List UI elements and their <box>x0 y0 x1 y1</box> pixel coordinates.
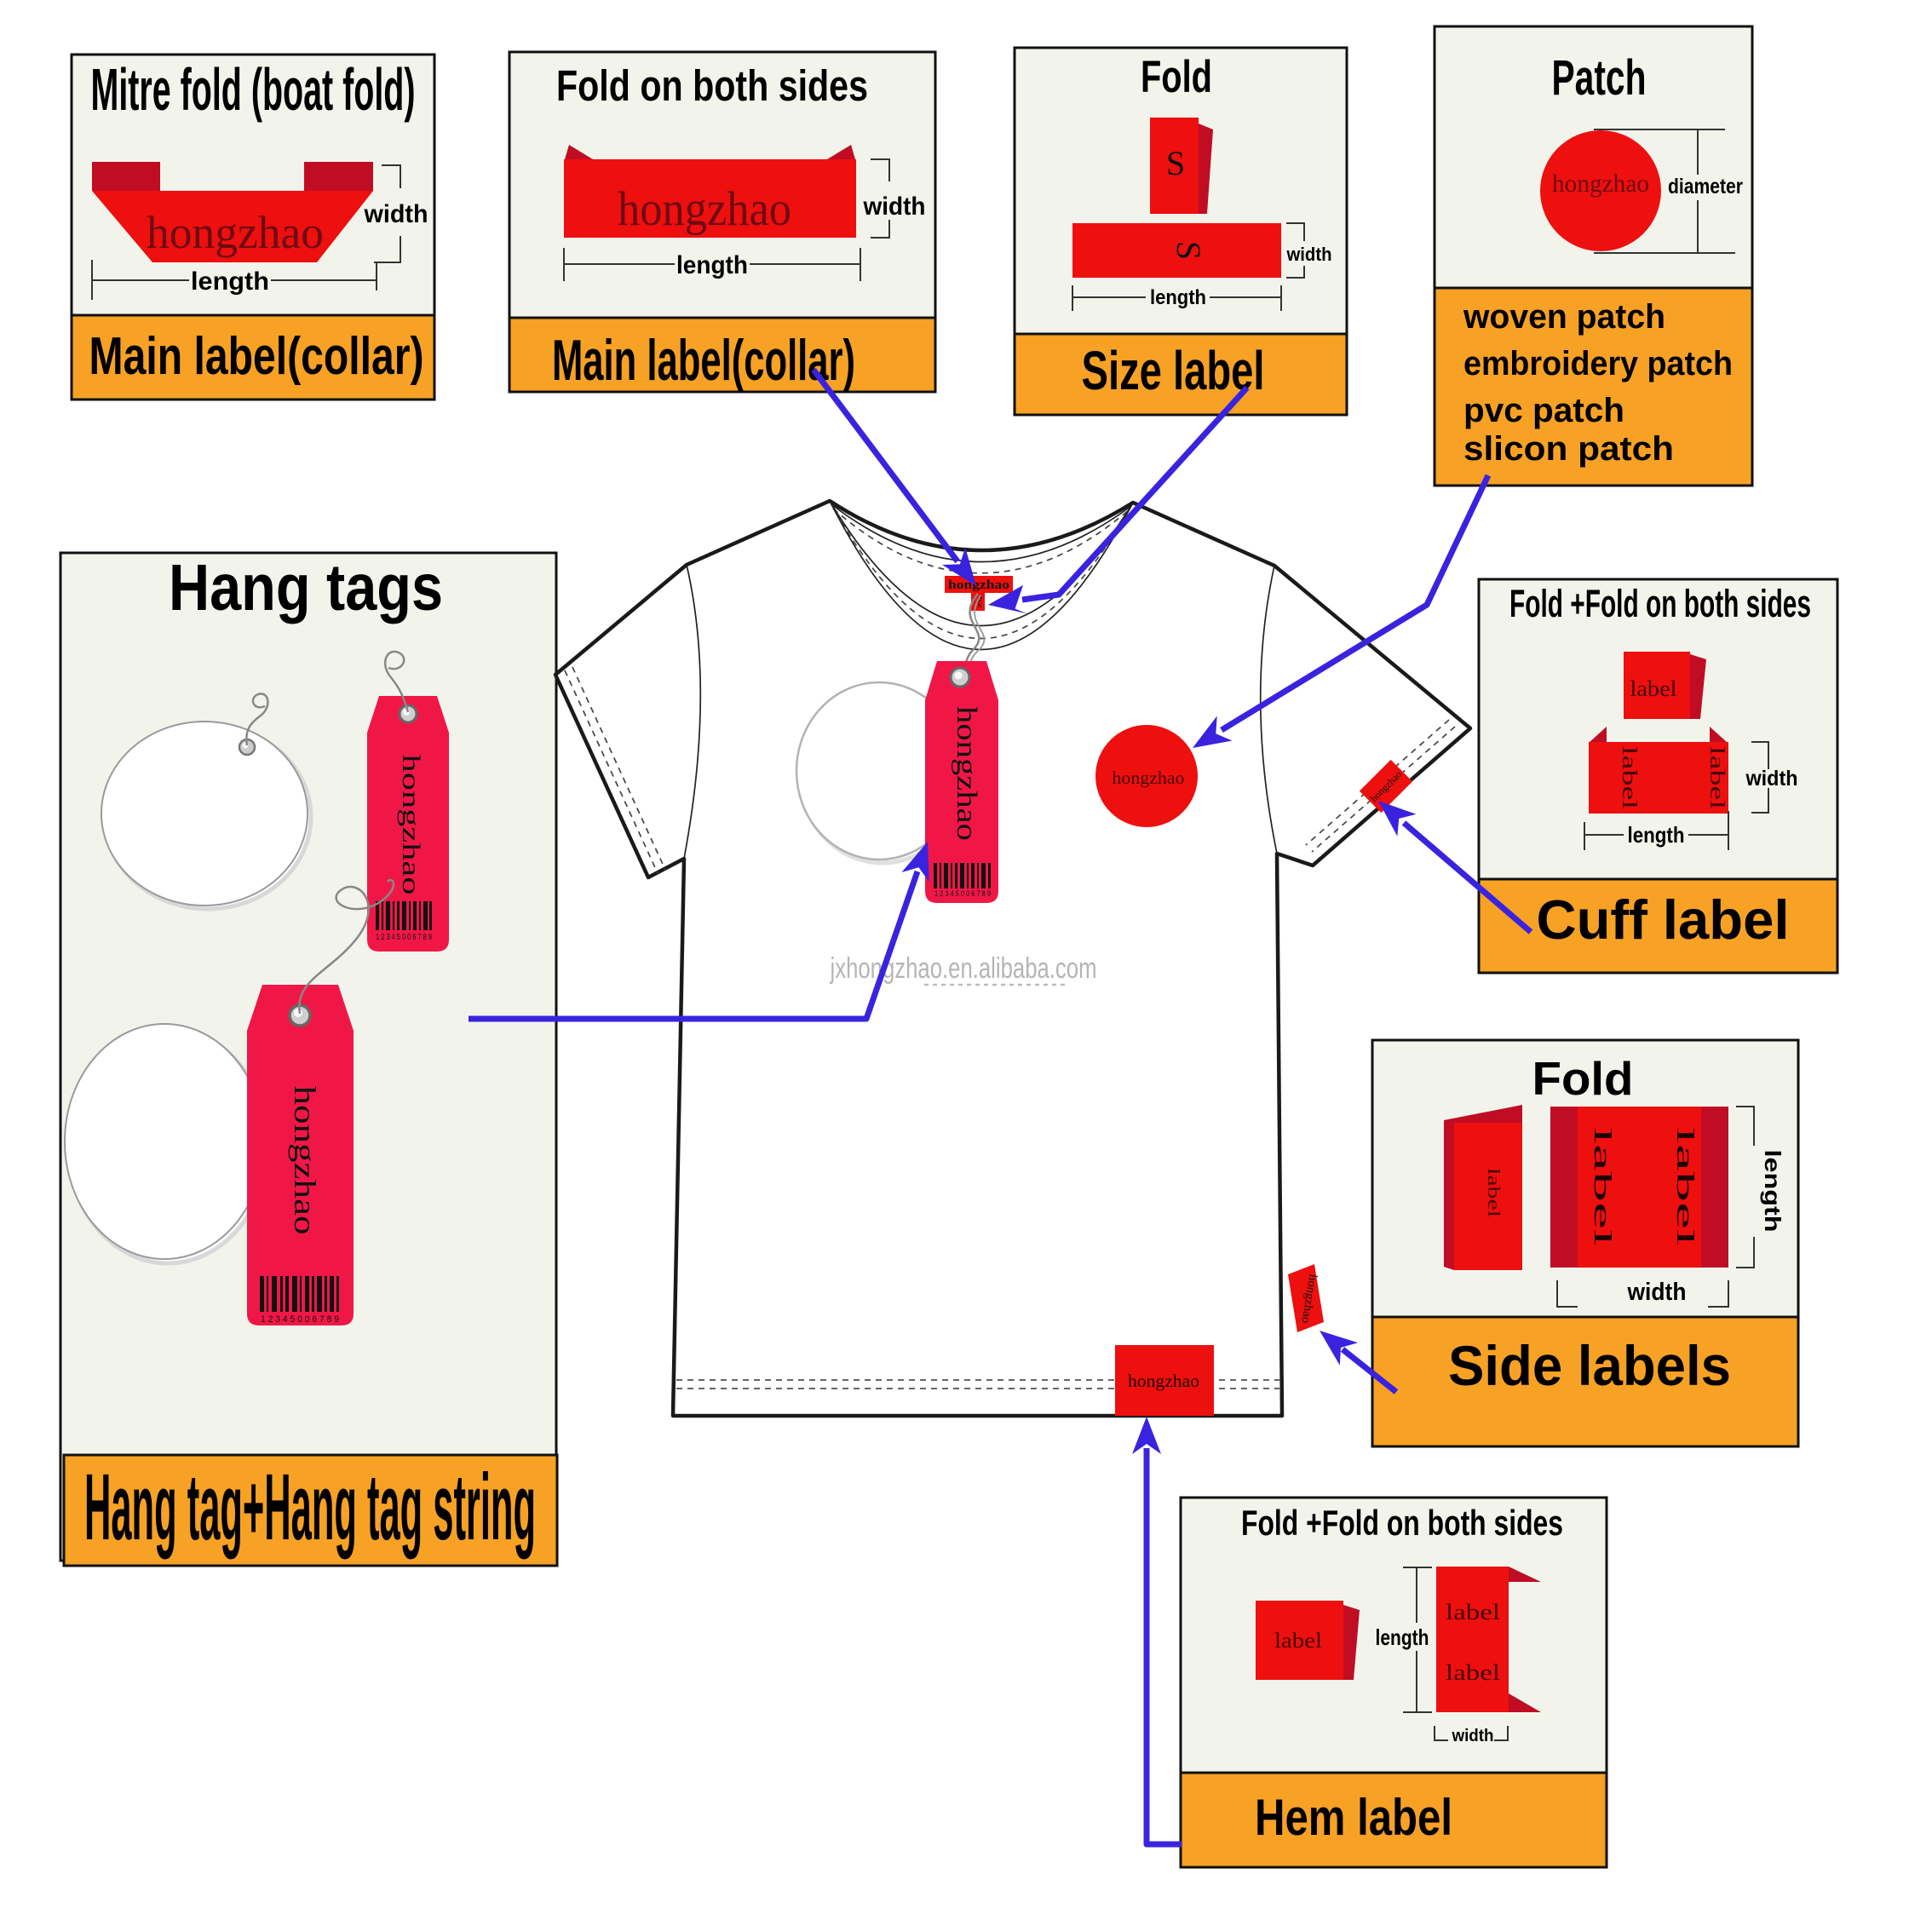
svg-text:Fold: Fold <box>1532 1052 1634 1105</box>
svg-text:S: S <box>1166 144 1185 182</box>
svg-text:label: label <box>1589 1127 1616 1246</box>
svg-text:label: label <box>1274 1630 1322 1653</box>
svg-text:label: label <box>1630 676 1677 701</box>
svg-text:hongzhao: hongzhao <box>951 706 982 841</box>
svg-text:length: length <box>1628 822 1685 848</box>
svg-text:label: label <box>1446 1600 1500 1624</box>
svg-text:Cuff label: Cuff label <box>1537 888 1790 951</box>
svg-text:width: width <box>1452 1727 1494 1745</box>
svg-text:Fold: Fold <box>1141 52 1212 102</box>
svg-text:hongzhao: hongzhao <box>618 182 791 236</box>
svg-text:length: length <box>1376 1624 1429 1650</box>
svg-text:width: width <box>1745 767 1798 791</box>
svg-text:hongzhao: hongzhao <box>147 207 324 258</box>
svg-text:Main label(collar): Main label(collar) <box>552 328 855 393</box>
svg-text:Side labels: Side labels <box>1448 1334 1731 1397</box>
svg-text:Mitre fold (boat fold): Mitre fold (boat fold) <box>91 56 416 123</box>
svg-text:width: width <box>1627 1279 1687 1306</box>
svg-text:width: width <box>1286 244 1332 265</box>
svg-text:Hang tag+Hang tag string: Hang tag+Hang tag string <box>84 1455 536 1560</box>
svg-text:Fold on both sides: Fold on both sides <box>556 61 868 110</box>
svg-text:woven patch: woven patch <box>1463 298 1665 336</box>
svg-text:width: width <box>863 193 926 221</box>
svg-text:jxhongzhao.en.alibaba.com: jxhongzhao.en.alibaba.com <box>830 952 1097 985</box>
svg-text:label: label <box>1705 746 1728 810</box>
svg-text:diameter: diameter <box>1668 175 1743 198</box>
svg-text:hongzhao: hongzhao <box>948 578 1009 592</box>
svg-text:length: length <box>191 267 269 296</box>
svg-text:length: length <box>1760 1150 1785 1233</box>
svg-text:embroidery patch: embroidery patch <box>1463 345 1733 382</box>
svg-text:length: length <box>1150 286 1206 309</box>
svg-text:slicon patch: slicon patch <box>1463 430 1674 468</box>
svg-text:Hem label: Hem label <box>1255 1789 1452 1846</box>
svg-text:label: label <box>1671 1127 1699 1246</box>
svg-text:length: length <box>676 251 748 279</box>
svg-text:1 2 3 4 5 0 0 6 7 8 9: 1 2 3 4 5 0 0 6 7 8 9 <box>376 933 432 942</box>
svg-text:width: width <box>364 200 428 228</box>
svg-text:label: label <box>1618 746 1640 810</box>
svg-text:hongzhao: hongzhao <box>288 1086 322 1235</box>
svg-text:Fold +Fold on both sides: Fold +Fold on both sides <box>1241 1503 1563 1543</box>
svg-text:S: S <box>1170 241 1208 260</box>
svg-text:Main label(collar): Main label(collar) <box>89 327 424 386</box>
svg-text:Fold +Fold on both sides: Fold +Fold on both sides <box>1509 582 1811 625</box>
svg-text:pvc patch: pvc patch <box>1463 392 1624 429</box>
svg-text:1 2 3 4 5 0 0 6 7 8 9: 1 2 3 4 5 0 0 6 7 8 9 <box>261 1314 339 1325</box>
svg-text:hongzhao: hongzhao <box>1128 1371 1199 1391</box>
svg-text:hongzhao: hongzhao <box>1552 170 1649 198</box>
svg-text:hz: hz <box>976 596 983 608</box>
svg-text:hongzhao: hongzhao <box>1113 768 1185 788</box>
svg-text:hongzhao: hongzhao <box>397 755 425 895</box>
svg-text:Patch: Patch <box>1552 50 1647 106</box>
svg-text:Size label: Size label <box>1082 340 1265 401</box>
svg-text:Hang tags: Hang tags <box>169 551 443 624</box>
svg-text:label: label <box>1446 1660 1500 1685</box>
svg-text:label: label <box>1484 1168 1503 1218</box>
svg-text:1 2 3 4 5 0 0 6 7 8 9: 1 2 3 4 5 0 0 6 7 8 9 <box>934 889 991 898</box>
